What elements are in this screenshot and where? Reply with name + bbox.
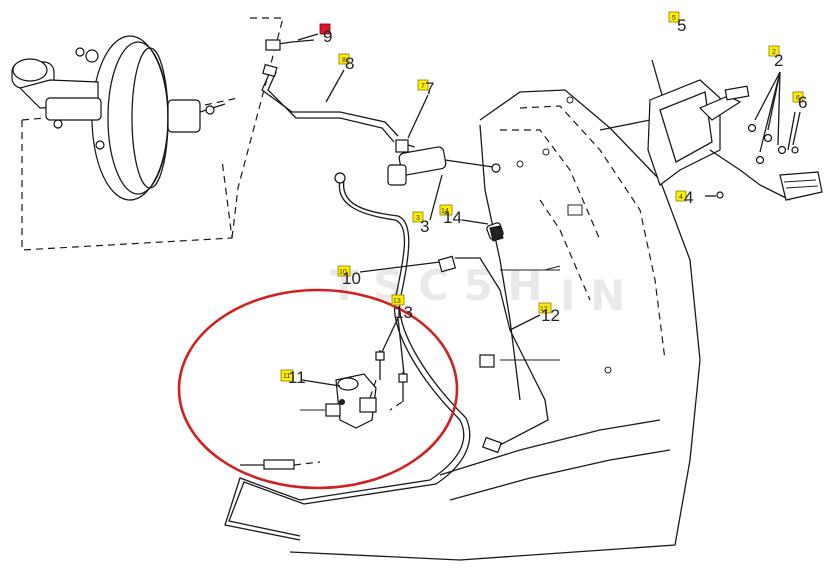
- callout-number-14: 14: [443, 208, 462, 227]
- svg-text:I N: I N: [560, 271, 625, 320]
- callout-number-2: 2: [774, 51, 783, 70]
- callout-4: 4 4: [675, 188, 693, 207]
- callout-badge-text-12: 12: [540, 306, 548, 313]
- callout-6: 6 6: [792, 91, 807, 112]
- callout-10: 10 10: [337, 265, 361, 288]
- callout-3: 3 3: [412, 211, 429, 236]
- callout-7: 7 7: [417, 79, 434, 98]
- callout-number-7: 7: [425, 79, 434, 98]
- brake-booster-assembly: [11, 35, 239, 251]
- callout-badge-text-10: 10: [339, 269, 347, 276]
- callout-number-10: 10: [342, 269, 361, 288]
- clutch-hose: [224, 179, 465, 541]
- callout-2: 2 2: [768, 45, 783, 70]
- bolts: [369, 350, 408, 411]
- bleed-hose-fitting: [240, 459, 321, 470]
- callout-number-3: 3: [420, 217, 429, 236]
- callout-number-5: 5: [677, 16, 686, 35]
- callout-5: 5 5: [668, 11, 686, 35]
- callout-number-13: 13: [394, 303, 413, 322]
- callout-badge-text-13: 13: [393, 298, 401, 305]
- callout-badge-1: [280, 369, 294, 382]
- clutch-slave-cylinder: [300, 373, 377, 429]
- callout-1: 11 11: [280, 368, 306, 387]
- callout-badge-9: [319, 23, 331, 35]
- svg-text:T S C 5 H: T S C 5 H: [330, 261, 543, 310]
- hose-guide-line: [231, 17, 284, 239]
- clutch-master-cylinder: [387, 139, 501, 186]
- callout-badge-text-2: 2: [772, 49, 776, 56]
- callout-badge-text-4: 4: [679, 194, 683, 201]
- callout-number-1: 11: [288, 368, 306, 387]
- callout-badge-text-1: 11: [283, 373, 290, 380]
- callout-number-12: 12: [541, 306, 560, 325]
- clutch-switch: [486, 222, 504, 242]
- callout-badge-text-8: 8: [342, 57, 346, 64]
- firewall-panel: [289, 89, 701, 561]
- callout-badge-text-3: 3: [416, 215, 420, 222]
- pedal-assembly: [647, 79, 823, 201]
- callout-badge-text-5: 5: [672, 15, 676, 22]
- callout-badge-text-6: 6: [796, 95, 800, 102]
- leader-lines: [297, 33, 801, 387]
- callout-12: 12 12: [538, 302, 560, 325]
- callout-badge-text-7: 7: [421, 83, 425, 90]
- callout-number-8: 8: [345, 54, 354, 73]
- callout-number-6: 6: [798, 93, 807, 112]
- callout-number-9: 9: [323, 27, 332, 46]
- callout-14: 14 14: [439, 204, 462, 227]
- brackets: [437, 255, 561, 454]
- callout-13: 13 13: [391, 294, 413, 322]
- highlight-ring: [177, 288, 459, 490]
- callout-badge-text-14: 14: [441, 208, 449, 215]
- clutch-pipe: [261, 39, 399, 143]
- watermark: T S C 5 H I N: [330, 261, 625, 320]
- callout-8: 8 8: [338, 53, 354, 73]
- callout-number-4: 4: [684, 188, 693, 207]
- callout-9: 9: [319, 23, 332, 46]
